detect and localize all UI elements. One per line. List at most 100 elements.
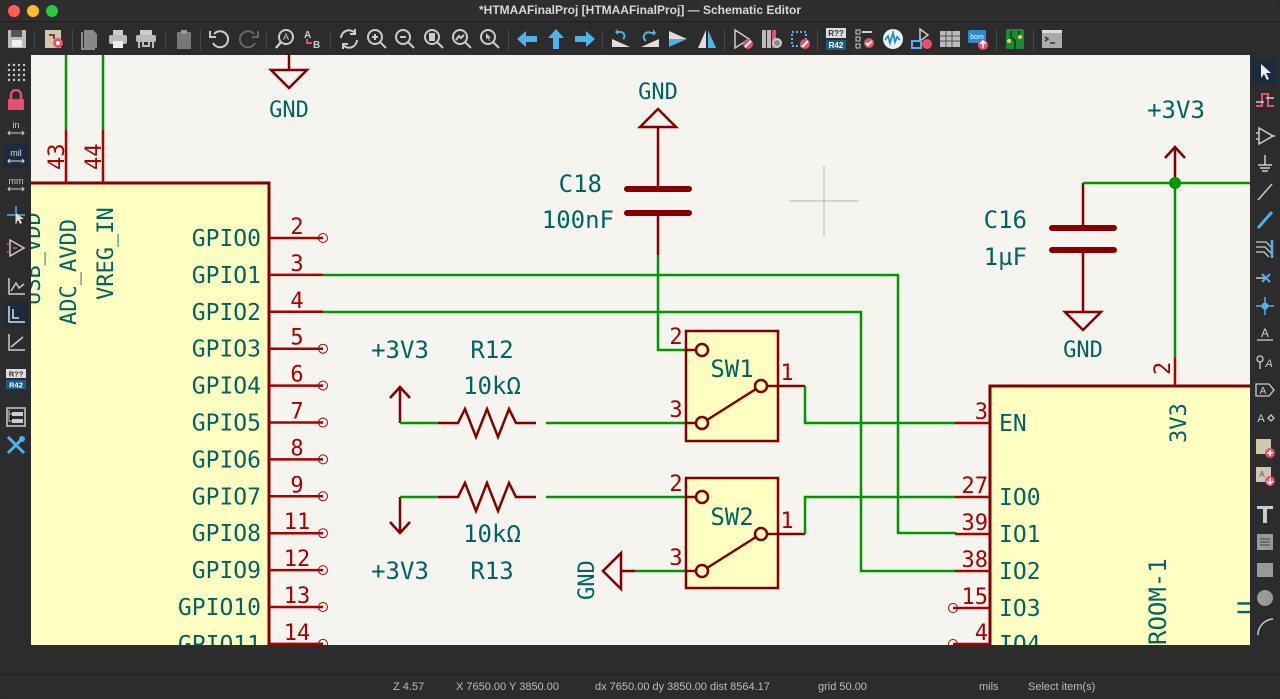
- add-bus-icon[interactable]: [1252, 207, 1277, 232]
- no-connect-icon[interactable]: [1252, 265, 1277, 290]
- wire[interactable]: [1083, 181, 1250, 358]
- symbol-library-browser-icon[interactable]: [759, 26, 785, 52]
- zoom-in-icon[interactable]: [364, 26, 390, 52]
- annotation-toggle-icon[interactable]: R??R42: [3, 366, 28, 391]
- print-icon[interactable]: [105, 26, 131, 52]
- close-window-button[interactable]: [8, 5, 20, 17]
- line-mode-90-icon[interactable]: [3, 301, 28, 326]
- page-settings-icon[interactable]: [77, 26, 103, 52]
- add-symbol-icon[interactable]: [1252, 123, 1277, 148]
- switch-sw1[interactable]: SW1 2 3 1: [669, 325, 805, 443]
- assign-footprints-icon[interactable]: [909, 26, 935, 52]
- wire[interactable]: [656, 255, 686, 352]
- zoom-selection-icon[interactable]: [477, 26, 503, 52]
- paste-icon[interactable]: [171, 26, 197, 52]
- zoom-fit-page-icon[interactable]: [421, 26, 447, 52]
- mirror-vertical-icon[interactable]: [665, 26, 691, 52]
- navigate-forward-icon[interactable]: [572, 26, 598, 52]
- units-mils-icon[interactable]: mil: [3, 143, 28, 168]
- add-textbox-icon[interactable]: [1252, 529, 1277, 554]
- add-junction-icon[interactable]: [1252, 293, 1277, 318]
- highlight-net-icon[interactable]: [1252, 87, 1277, 112]
- grid-toggle-icon[interactable]: [3, 59, 28, 84]
- u-left-body[interactable]: [31, 181, 271, 645]
- power-3v3-right[interactable]: +3V3: [1147, 96, 1205, 183]
- footprint-editor-icon[interactable]: [787, 26, 813, 52]
- add-power-icon[interactable]: [1252, 151, 1277, 176]
- add-net-class-directive-icon[interactable]: A: [1252, 349, 1277, 374]
- wire[interactable]: [803, 495, 955, 534]
- navigate-back-icon[interactable]: [514, 26, 540, 52]
- add-global-label-icon[interactable]: A: [1252, 377, 1277, 402]
- power-gnd-sw2[interactable]: GND: [575, 549, 635, 600]
- rotate-ccw-icon[interactable]: [608, 26, 634, 52]
- bom-icon[interactable]: bom: [965, 26, 991, 52]
- wire[interactable]: [64, 55, 105, 130]
- rotate-cw-icon[interactable]: [637, 26, 663, 52]
- units-mm-icon[interactable]: mm: [3, 171, 28, 196]
- add-hier-label-icon[interactable]: A: [1252, 405, 1277, 430]
- undo-icon[interactable]: [206, 26, 232, 52]
- capacitor-c16[interactable]: GND C16 1µF: [984, 183, 1117, 363]
- minimize-window-button[interactable]: [27, 5, 39, 17]
- add-arc-icon[interactable]: [1252, 613, 1277, 638]
- add-text-icon[interactable]: [1252, 501, 1277, 526]
- redo-icon[interactable]: [236, 26, 262, 52]
- scripting-console-icon[interactable]: [1039, 26, 1065, 52]
- erc-icon[interactable]: [852, 26, 878, 52]
- add-label-icon[interactable]: A: [1252, 321, 1277, 346]
- annotate-icon[interactable]: R??R42: [823, 26, 849, 52]
- add-sheet-icon[interactable]: [1252, 435, 1277, 460]
- wire[interactable]: [803, 386, 955, 425]
- wire[interactable]: [323, 273, 956, 535]
- save-icon[interactable]: [4, 26, 30, 52]
- import-sheet-pin-icon[interactable]: A: [1252, 463, 1277, 488]
- find-icon[interactable]: A: [272, 26, 298, 52]
- resistor-r12[interactable]: +3V3 R12 10kΩ: [371, 336, 536, 441]
- properties-tools-icon[interactable]: [3, 432, 28, 457]
- symbol-fields-table-icon[interactable]: [937, 26, 963, 52]
- add-rectangle-icon[interactable]: [1252, 557, 1277, 582]
- mirror-horizontal-icon[interactable]: [694, 26, 720, 52]
- hierarchy-navigator-icon[interactable]: [3, 404, 28, 429]
- symbol-editor-icon[interactable]: [730, 26, 756, 52]
- lock-icon[interactable]: [3, 87, 28, 112]
- pcb-editor-icon[interactable]: [1002, 26, 1028, 52]
- resistor-r13[interactable]: 10kΩ +3V3 R13: [371, 479, 536, 585]
- switch-sw2[interactable]: SW2 2 3 1: [669, 472, 805, 590]
- line-mode-free-icon[interactable]: [3, 273, 28, 298]
- zoom-fit-objects-icon[interactable]: [449, 26, 475, 52]
- u-right-body[interactable]: [988, 384, 1250, 645]
- cursor-crosshair-icon[interactable]: [3, 202, 28, 227]
- simulator-icon[interactable]: [880, 26, 906, 52]
- add-circle-icon[interactable]: [1252, 585, 1277, 610]
- capacitor-c18[interactable]: GND C18 100nF: [542, 80, 692, 255]
- line-mode-45-icon[interactable]: [3, 329, 28, 354]
- hidden-pins-icon[interactable]: [3, 235, 28, 260]
- units-inches-icon[interactable]: in: [3, 115, 28, 140]
- add-bus-entry-icon[interactable]: [1252, 235, 1277, 260]
- symbol-u-right[interactable]: 2 3V3 ROOM-1 U: [988, 358, 1250, 645]
- refresh-icon[interactable]: [336, 26, 362, 52]
- symbol-u-left[interactable]: [31, 181, 271, 645]
- zoom-out-icon[interactable]: [392, 26, 418, 52]
- maximize-window-button[interactable]: [46, 5, 58, 17]
- wire[interactable]: [323, 310, 956, 573]
